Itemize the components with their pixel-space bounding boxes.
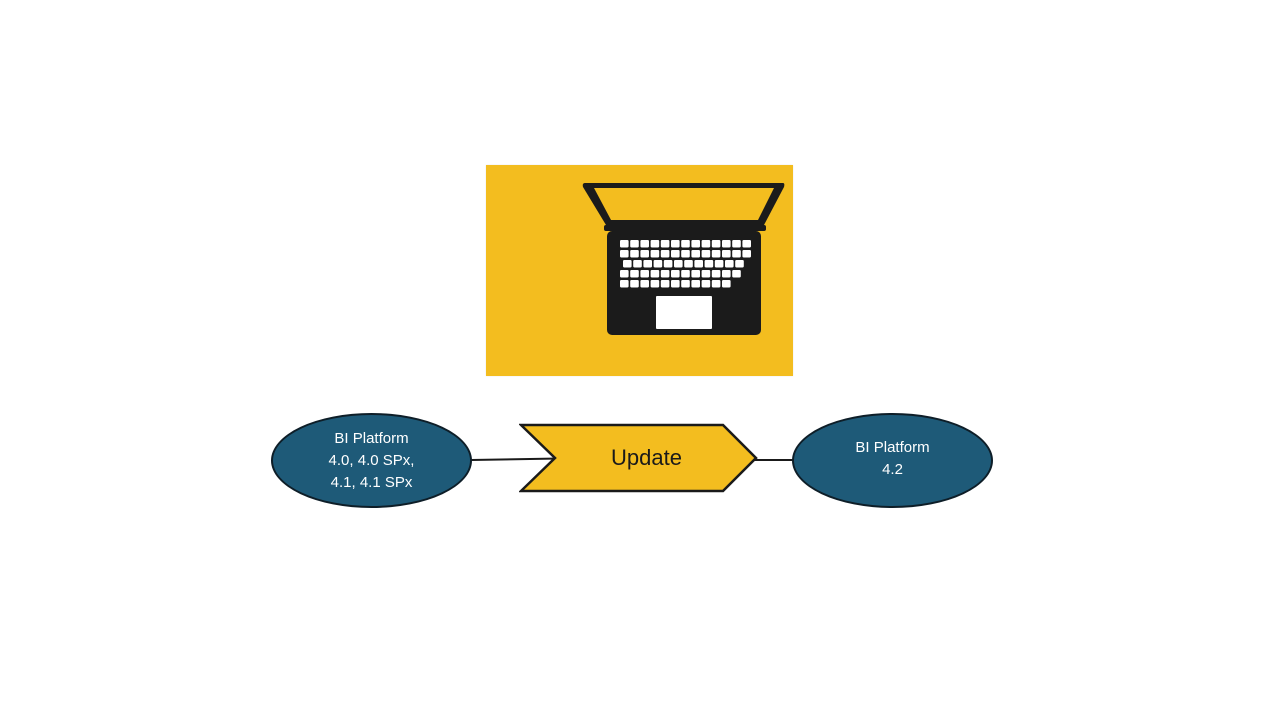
source-node-line-2: 4.0, 4.0 SPx, — [328, 451, 415, 469]
target-node-line-2: 4.2 — [882, 460, 903, 478]
chevron-arrow-shape — [519, 423, 758, 493]
source-node-line-3: 4.1, 4.1 SPx — [330, 473, 413, 491]
source-node-ellipse: BI Platform 4.0, 4.0 SPx, 4.1, 4.1 SPx — [271, 413, 472, 508]
update-label: Update — [611, 445, 682, 470]
update-chevron: Update — [519, 423, 759, 493]
connector-right — [752, 459, 794, 461]
source-node-line-1: BI Platform — [334, 429, 409, 447]
laptop-tile — [486, 165, 793, 376]
target-node-ellipse: BI Platform 4.2 — [792, 413, 993, 508]
target-node-line-1: BI Platform — [855, 438, 930, 456]
laptop-icon — [582, 183, 785, 335]
